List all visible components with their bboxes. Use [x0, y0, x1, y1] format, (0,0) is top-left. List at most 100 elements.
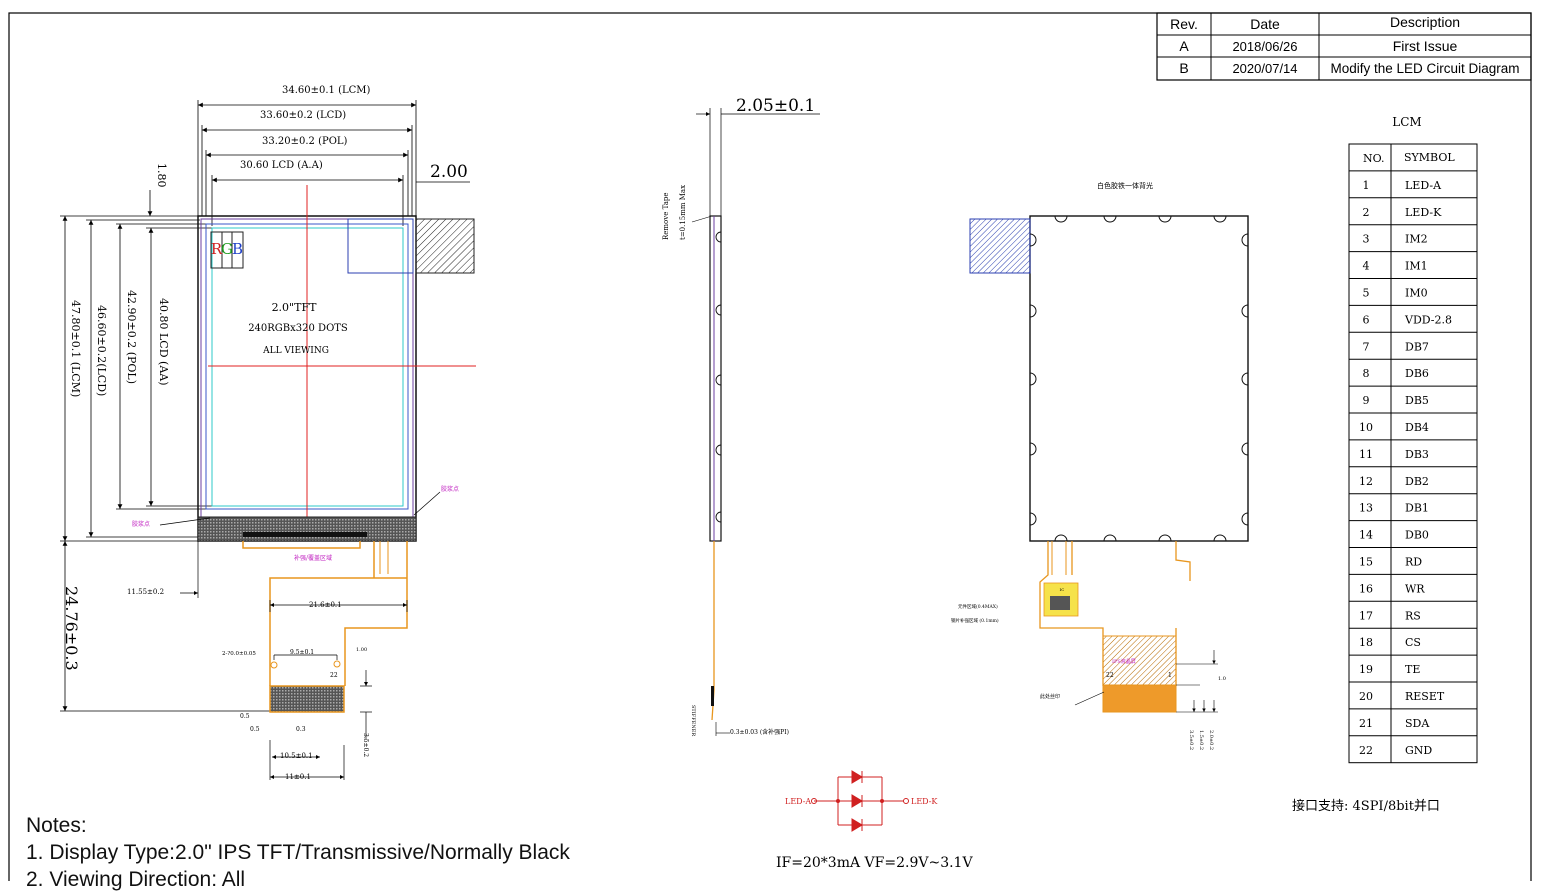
pin-number: 5: [1363, 287, 1370, 300]
pin-number: 12: [1359, 475, 1373, 488]
led-anode-label: LED-A: [785, 797, 811, 806]
pin-symbol: DB0: [1405, 529, 1429, 542]
back-dim-4: 1.5±0.2: [1198, 730, 1204, 750]
glue-label-left: 胶浆点: [132, 520, 150, 528]
lcd-bottom-ledge: [197, 516, 417, 542]
dim-side-thickness: 2.05±0.1: [736, 96, 815, 116]
pin-symbol: VDD-2.8: [1404, 313, 1452, 326]
pin-number: 3: [1363, 233, 1370, 246]
rgb-g: G: [221, 240, 233, 258]
panel-viewing-label: ALL VIEWING: [262, 346, 329, 356]
pin-number: 14: [1359, 529, 1373, 542]
pin-table-title: LCM: [1392, 115, 1421, 129]
pin-number: 13: [1359, 502, 1373, 515]
rev-b-description: Modify the LED Circuit Diagram: [1330, 61, 1519, 76]
dim-tape: 2.00: [430, 162, 468, 182]
front-view: 34.60±0.1 (LCM) 33.60±0.2 (LCD) 33.20±0.…: [60, 85, 476, 781]
backlight-outline: [1029, 215, 1249, 542]
back-gold-fingers: [1102, 684, 1177, 713]
backlight-label: 白色胶铁一体背光: [1097, 181, 1153, 190]
stiffener-area: [1102, 635, 1177, 686]
pin-number: 11: [1359, 448, 1373, 461]
pin-number: 19: [1359, 663, 1373, 676]
back-view: 白色胶铁一体背光 IC 元件区域(0.4MAX) 钢片补强区域 (0.1mm) …: [951, 181, 1249, 750]
led-circuit: [811, 770, 909, 832]
interface-note: 接口支持: 4SPI/8bit并口: [1292, 798, 1440, 814]
dim-pol-height: 42.90±0.2 (POL): [125, 290, 138, 384]
pin-number: 15: [1359, 556, 1373, 569]
pin-symbol: DB4: [1405, 421, 1429, 434]
glue-label-right: 胶浆点: [441, 485, 459, 493]
pin-symbol: RS: [1405, 609, 1421, 622]
dim-lcd-width: 33.60±0.2 (LCD): [260, 110, 346, 121]
dim-thickness-fpc: 1.00: [356, 647, 367, 653]
pin-number: 20: [1359, 690, 1373, 703]
pin-number: 17: [1359, 609, 1373, 622]
pin-number: 8: [1363, 367, 1370, 380]
dim-top-offset: 1.80: [155, 163, 168, 188]
pin-symbol: WR: [1405, 582, 1425, 595]
pin-number: 21: [1359, 717, 1373, 730]
dim-hole-pitch: 9.5±0.1: [290, 649, 314, 656]
pin-symbol: DB6: [1405, 367, 1429, 380]
pin-number: 16: [1359, 582, 1373, 595]
back-pin-1: 1: [1168, 672, 1172, 679]
dim-fpc-length: 24.76±0.3: [62, 586, 81, 671]
back-pin-22: 22: [1106, 672, 1114, 679]
pin-number: 10: [1359, 421, 1373, 434]
led-spec: IF=20*3mA VF=2.9V~3.1V: [776, 855, 973, 871]
notes-block: Notes: 1. Display Type:2.0" IPS TFT/Tran…: [26, 812, 570, 893]
pin-number: 22: [1359, 744, 1373, 757]
revision-table: Rev. Date Description A 2018/06/26 First…: [1156, 12, 1532, 81]
back-dim-3: 3.5±0.2: [1188, 730, 1194, 750]
silkscreen-label: 此处丝印: [1040, 693, 1060, 700]
remove-tape-thickness: t=0.15mm Max: [679, 185, 687, 240]
side-stiffener-label: STIFFENER: [690, 705, 696, 736]
dim-holes: 2-?0.0±0.05: [222, 651, 256, 657]
pin-symbol: IM1: [1405, 260, 1428, 273]
ic-label: IC: [1060, 587, 1065, 592]
dim-pad-span: 10.5±0.1: [280, 752, 313, 760]
pin-number: 2: [1363, 206, 1370, 219]
pin-symbol: IM2: [1405, 233, 1428, 246]
pin-symbol: CS: [1405, 636, 1421, 649]
pin-symbol: LED-K: [1405, 206, 1442, 219]
rev-a-date: 2018/06/26: [1232, 39, 1297, 54]
remove-tape-label: Remove Tape: [662, 192, 670, 240]
pin-symbol: GND: [1405, 744, 1432, 757]
dim-fpc-width: 21.6±0.1: [309, 601, 342, 609]
pin-symbol: SDA: [1405, 717, 1430, 730]
rgb-b: B: [232, 240, 243, 258]
rev-b: B: [1179, 60, 1188, 76]
dim-lcm-height: 47.80±0.1 (LCM): [69, 300, 82, 397]
component-area: [1043, 582, 1079, 617]
pin-symbol: DB3: [1405, 448, 1429, 461]
dim-lcm-width: 34.60±0.1 (LCM): [282, 85, 371, 96]
dim-pitch-05b: 0.5: [250, 726, 260, 733]
pin-symbol: DB2: [1405, 475, 1429, 488]
back-dim-5: 2.0±0.2: [1208, 730, 1214, 750]
pin-symbol: IM0: [1405, 287, 1428, 300]
pin-number: 4: [1363, 260, 1370, 273]
led-cathode-label: LED-K: [911, 797, 938, 806]
pin-symbol: DB1: [1405, 502, 1429, 515]
pin-no-header: NO.: [1363, 152, 1385, 165]
back-fpc-outline: [1039, 541, 1191, 686]
dim-aa-width: 30.60 LCD (A.A): [240, 160, 323, 171]
sheet-border: [8, 12, 1532, 893]
stiffener-area-label: 钢片补强区域 (0.1mm): [951, 617, 999, 624]
dim-pitch-03: 0.3: [296, 726, 306, 733]
pin-number: 9: [1363, 394, 1370, 407]
pin-number: 6: [1363, 313, 1370, 326]
panel-resolution-label: 240RGBx320 DOTS: [248, 323, 348, 334]
fpc-thickness-label: 0.3±0.03 (含补强PI): [730, 728, 789, 736]
fpc-gold-fingers: [269, 685, 345, 713]
description-header: Description: [1390, 14, 1460, 30]
back-tape-tab: [969, 218, 1031, 274]
dim-lcd-height: 46.60±0.2(LCD): [95, 305, 108, 396]
rev-header: Rev.: [1170, 16, 1198, 32]
pin-22-front: 22: [330, 672, 338, 679]
pin-symbol: DB7: [1405, 340, 1429, 353]
